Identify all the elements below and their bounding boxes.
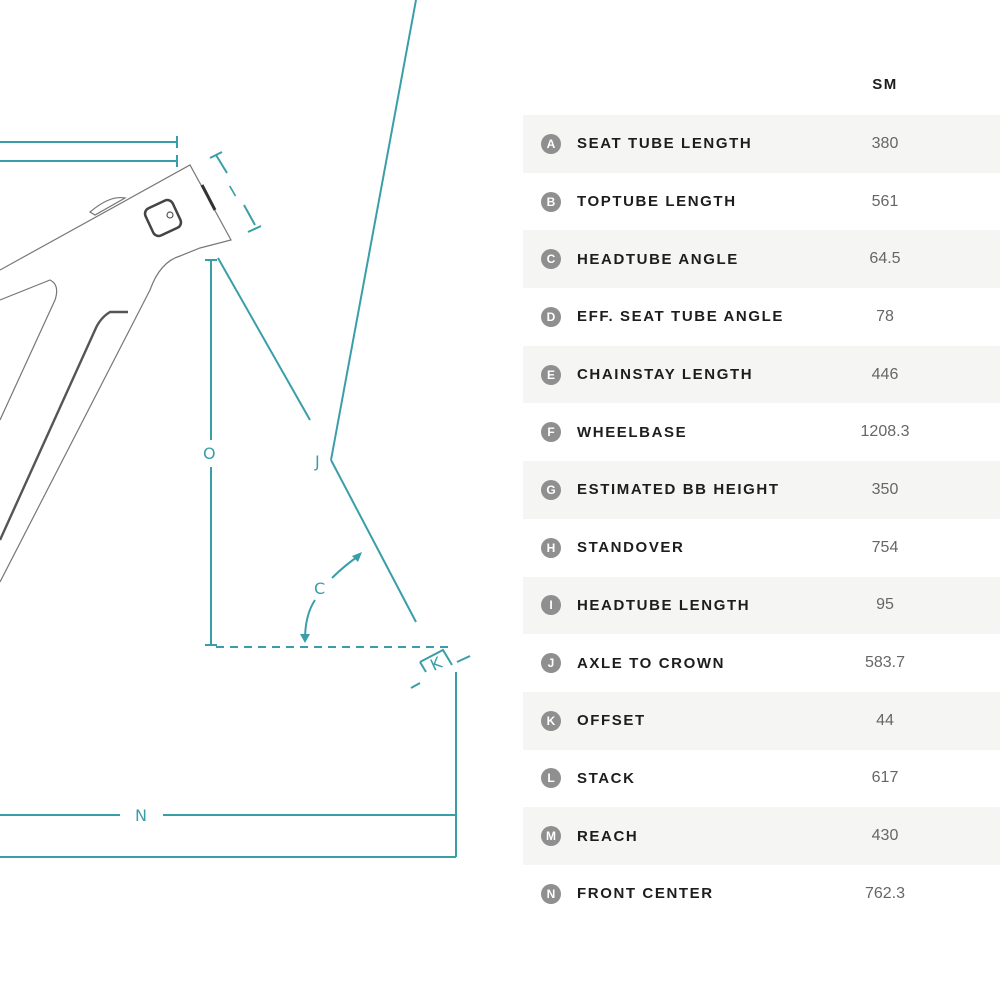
size-column-header: SM <box>872 76 898 93</box>
letter-badge-icon: B <box>541 191 561 212</box>
dim-label-j: J <box>314 452 320 471</box>
letter-badge-icon: C <box>541 249 561 270</box>
geometry-value: 430 <box>871 827 899 845</box>
geometry-row: G ESTIMATED BB HEIGHT 350 <box>523 461 1000 519</box>
geometry-row: B TOPTUBE LENGTH 561 <box>523 173 1000 231</box>
dim-label-k: K <box>427 653 445 675</box>
frame-geometry-diagram: O J C K N I <box>0 0 471 858</box>
geometry-label: HEADTUBE LENGTH <box>577 596 751 614</box>
geometry-label: EFF. SEAT TUBE ANGLE <box>577 308 785 326</box>
letter-badge-icon: L <box>541 768 561 789</box>
geometry-value: 754 <box>871 538 899 556</box>
geometry-label: FRONT CENTER <box>577 885 714 903</box>
geometry-value: 446 <box>871 365 899 383</box>
geometry-value: 561 <box>871 192 899 210</box>
geometry-row: I HEADTUBE LENGTH 95 <box>523 576 1000 635</box>
geometry-label: AXLE TO CROWN <box>577 654 726 672</box>
geometry-row: H STANDOVER 754 <box>523 519 1000 577</box>
dim-label-n: N <box>135 806 147 825</box>
geometry-value: 95 <box>876 596 894 614</box>
letter-badge-icon: J <box>541 653 561 674</box>
geometry-label: ESTIMATED BB HEIGHT <box>577 481 780 499</box>
geometry-row: M REACH 430 <box>523 807 1000 865</box>
geometry-value: 350 <box>871 480 899 498</box>
letter-badge-icon: A <box>541 133 561 154</box>
letter-badge-icon: G <box>541 479 561 500</box>
geometry-row: A SEAT TUBE LENGTH 380 <box>523 115 1000 173</box>
bike-frame-drawing <box>0 164 232 583</box>
letter-badge-icon: M <box>541 826 561 847</box>
geometry-value: 583.7 <box>864 654 906 672</box>
letter-badge-icon: E <box>541 364 561 385</box>
geometry-row: D EFF. SEAT TUBE ANGLE 78 <box>523 288 1000 346</box>
geometry-label: TOPTUBE LENGTH <box>577 193 737 211</box>
geometry-label: STACK <box>577 769 636 787</box>
geometry-row: C HEADTUBE ANGLE 64.5 <box>523 230 1000 289</box>
geometry-row: K OFFSET 44 <box>523 691 1000 750</box>
geometry-value: 44 <box>876 711 894 729</box>
geometry-row: F WHEELBASE 1208.3 <box>523 403 1000 461</box>
letter-badge-icon: N <box>541 883 561 904</box>
geometry-row: L STACK 617 <box>523 750 1000 808</box>
geometry-value: 617 <box>871 769 899 787</box>
geometry-label: HEADTUBE ANGLE <box>577 250 739 268</box>
geometry-row: N FRONT CENTER 762.3 <box>523 865 1000 923</box>
letter-badge-icon: H <box>541 537 561 558</box>
geometry-label: REACH <box>577 827 639 845</box>
letter-badge-icon: F <box>541 422 561 443</box>
geometry-value: 380 <box>871 134 899 152</box>
geometry-label: WHEELBASE <box>577 423 688 441</box>
geometry-label: OFFSET <box>577 712 646 730</box>
dim-label-c: C <box>314 579 325 598</box>
geometry-value: 762.3 <box>864 884 906 902</box>
geometry-value: 1208.3 <box>860 423 910 441</box>
geometry-row: E CHAINSTAY LENGTH 446 <box>523 345 1000 404</box>
geometry-value: 78 <box>876 307 894 325</box>
geometry-label: CHAINSTAY LENGTH <box>577 366 754 384</box>
letter-badge-icon: D <box>541 306 561 327</box>
letter-badge-icon: K <box>541 710 561 731</box>
letter-badge-icon: I <box>541 595 561 616</box>
dim-label-i: I <box>226 182 240 201</box>
geometry-label: STANDOVER <box>577 539 685 557</box>
dim-label-o: O <box>203 444 216 463</box>
geometry-row: J AXLE TO CROWN 583.7 <box>523 634 1000 692</box>
angle-arrowheads <box>300 552 362 643</box>
geometry-value: 64.5 <box>869 250 901 268</box>
dimension-lines <box>0 0 471 858</box>
geometry-label: SEAT TUBE LENGTH <box>577 135 753 153</box>
